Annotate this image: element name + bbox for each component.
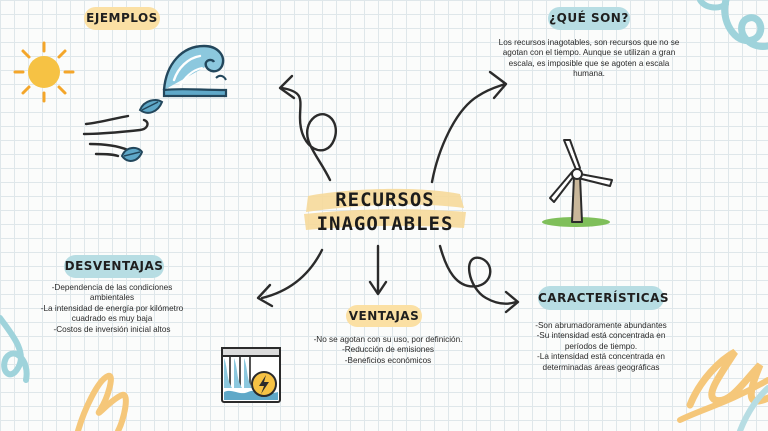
arrow-to-que-son (430, 82, 507, 184)
desventajas-line: -La intensidad de energía por kilómetro (40, 303, 184, 313)
caracteristicas-description: -Son abrumadoramente abundantes -Su inte… (518, 321, 684, 373)
desventajas-description: -Dependencia de las condiciones ambienta… (22, 283, 202, 335)
central-title-line-1: RECURSOS (335, 189, 435, 211)
arrow-to-ejemplos (280, 86, 337, 182)
caracteristicas-line: -La intensidad está concentrada en (537, 352, 665, 362)
que-son-line: escala, es imposible que se agoten a esc… (508, 58, 670, 68)
desventajas-label: DESVENTAJAS (64, 255, 164, 278)
ventajas-label: VENTAJAS (346, 305, 422, 327)
desventajas-line: -Dependencia de las condiciones (51, 283, 173, 292)
que-son-description: Los recursos inagotables, son recursos q… (498, 38, 680, 80)
caracteristicas-line: -Su intensidad está concentrada en (536, 331, 666, 341)
ventajas-line: -No se agotan con su uso, por definición… (313, 335, 463, 344)
que-son-line: humana. (573, 69, 605, 79)
ventajas-description: -No se agotan con su uso, por definición… (298, 335, 478, 366)
title-brush-highlight (304, 188, 466, 230)
desventajas-line: ambientales (89, 293, 135, 303)
que-son-line: Los recursos inagotables, son recursos q… (498, 38, 680, 47)
caracteristicas-line: determinadas áreas geográficas (542, 362, 660, 372)
que-son-line: agotan con el tiempo. Aunque se utilizan… (502, 48, 676, 58)
desventajas-line: -Costos de inversión inicial altos (53, 324, 171, 334)
caracteristicas-line: -Son abrumadoramente abundantes (535, 321, 667, 330)
caracteristicas-label: CARACTERÍSTICAS (538, 286, 669, 310)
ejemplos-label: EJEMPLOS (84, 7, 160, 30)
caracteristicas-line: períodos de tiempo. (564, 341, 638, 351)
hydro-dam-icon (221, 347, 281, 403)
wind-turbine-icon (542, 139, 613, 227)
ventajas-line: -Reducción de emisiones (342, 345, 434, 355)
arrow-to-caracteristicas (438, 244, 518, 305)
central-title: RECURSOS INAGOTABLES (300, 188, 470, 236)
ventajas-line: -Beneficios económicos (344, 355, 432, 365)
central-title-line-2: INAGOTABLES (316, 213, 454, 235)
wind-leaves-icon (82, 99, 164, 162)
arrow-to-desventajas (260, 248, 324, 300)
desventajas-line: cuadrado es muy baja (71, 314, 153, 324)
wave-icon (162, 44, 228, 98)
que-son-label: ¿QUÉ SON? (548, 7, 630, 30)
sun-icon (13, 41, 75, 103)
